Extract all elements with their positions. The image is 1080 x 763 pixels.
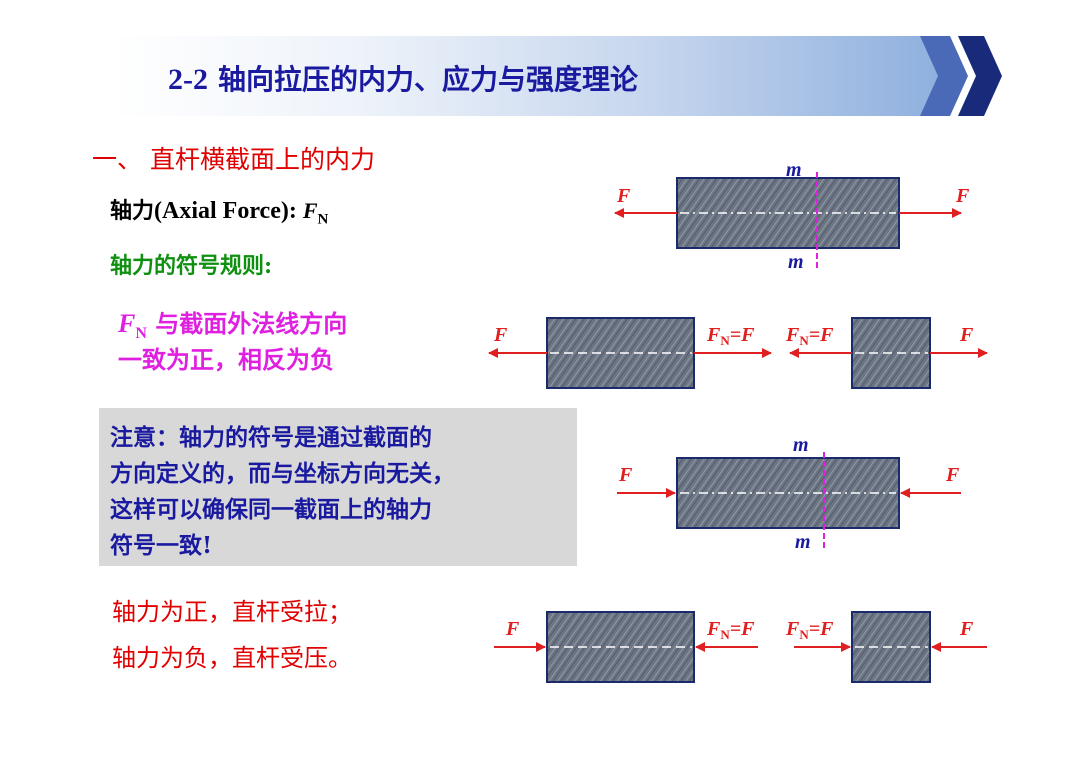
force-label: F [493, 324, 508, 346]
fn-sub: N [799, 627, 809, 642]
note-box [99, 408, 577, 566]
fn-label: FN=F [785, 324, 834, 348]
force-label: F [505, 618, 520, 640]
fn-symbol: F [118, 309, 136, 338]
conclusion-line: 轴力为正，直杆受拉； [112, 598, 352, 626]
section-label: m [795, 531, 811, 553]
title-text: 轴向拉压的内力、应力与强度理论 [218, 63, 639, 96]
fn-rest: =F [730, 324, 755, 346]
force-label: F [959, 324, 974, 346]
note-line: 注意：轴力的符号是通过截面的 [110, 424, 432, 451]
conclusion-line: 轴力为负，直杆受压。 [112, 644, 352, 672]
fn-label: FN=F [785, 618, 834, 642]
axial-subscript: N [317, 211, 329, 228]
force-label: F [959, 618, 974, 640]
section-heading: 一、 直杆横截面上的内力 [92, 145, 375, 174]
chevron-arrow-icon [920, 36, 1002, 116]
section-label: m [793, 434, 809, 456]
force-label: F [955, 185, 970, 207]
axial-label-en: (Axial Force): [154, 198, 303, 224]
fn-sub: N [799, 333, 809, 348]
sign-rule-line-1: FN 与截面外法线方向 [118, 304, 347, 343]
force-label: F [618, 464, 633, 486]
note-line: 这样可以确保同一截面上的轴力 [110, 496, 432, 523]
fn-rest: =F [730, 618, 755, 640]
title-banner [110, 36, 940, 116]
fn-main: F [785, 324, 800, 346]
fn-sub: N [720, 627, 730, 642]
sign-rule-heading: 轴力的符号规则: [110, 253, 273, 279]
sign-rule-line-2: 一致为正，相反为负 [118, 345, 334, 374]
force-label: F [945, 464, 960, 486]
sign-rule-line-1-text: 与截面外法线方向 [146, 309, 348, 338]
fn-label: FN=F [706, 324, 755, 348]
axial-force-definition: 轴力(Axial Force): FN [110, 193, 328, 228]
fn-main: F [785, 618, 800, 640]
fn-main: F [706, 618, 721, 640]
fn-main: F [706, 324, 721, 346]
fn-rest: =F [809, 618, 834, 640]
fn-sub: N [720, 333, 730, 348]
section-number: 2-2 [168, 63, 208, 96]
page-title: 2-2 轴向拉压的内力、应力与强度理论 [168, 58, 638, 98]
fn-rest: =F [809, 324, 834, 346]
section-label: m [788, 251, 804, 273]
force-label: F [616, 185, 631, 207]
note-line: 符号一致! [110, 532, 213, 559]
axial-label-cn: 轴力 [110, 198, 155, 224]
axial-symbol: F [302, 198, 318, 223]
note-line: 方向定义的，而与坐标方向无关， [110, 460, 455, 487]
fn-subscript: N [135, 324, 147, 342]
fn-label: FN=F [706, 618, 755, 642]
section-label: m [786, 159, 802, 181]
